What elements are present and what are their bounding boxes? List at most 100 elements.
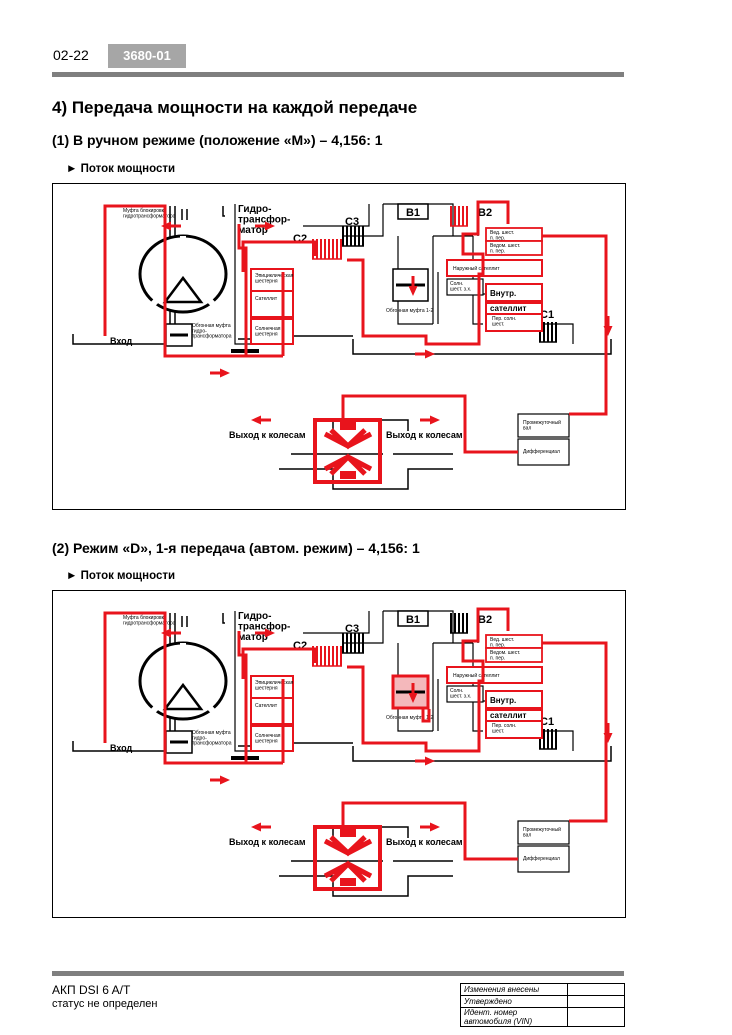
c1-label: C1 <box>540 309 554 321</box>
front-sun-label: Пер. солн.шест. <box>492 723 516 734</box>
flow-arrow-input <box>210 368 230 378</box>
flow-arrow-head <box>420 822 440 832</box>
input-shaft <box>72 334 183 345</box>
output-right-label: Выход к колесам <box>386 430 463 440</box>
differential-label: Дифференциал <box>523 449 560 455</box>
diff-housing <box>279 468 453 490</box>
driven-gear-box <box>485 647 543 663</box>
flow-arrow-out-left <box>251 415 271 425</box>
flow-arrow-head <box>415 349 435 359</box>
flow-owc <box>421 709 431 723</box>
footer-status: статус не определен <box>52 998 158 1010</box>
owc-12-label: Обгонная муфта 1-2 <box>386 715 433 721</box>
outer-planet-box <box>446 259 543 277</box>
flow-input <box>103 611 283 765</box>
diff-housing <box>279 875 453 897</box>
output-left-label: Выход к колесам <box>229 837 306 847</box>
sun-small-label: Солн.шест. з.х. <box>450 688 471 699</box>
flow-arrow-head <box>161 221 181 231</box>
c3-clutch <box>342 633 364 654</box>
flow-arrow-head <box>251 415 271 425</box>
subsection-title-2: (2) Режим «D», 1-я передача (автом. режи… <box>52 540 420 556</box>
section-title: 4) Передача мощности на каждой передаче <box>52 98 418 117</box>
bullet-power-flow-1: ► Поток мощности <box>66 163 176 175</box>
b2-clutch-active <box>450 206 468 227</box>
flow-arrow-head <box>210 775 230 785</box>
differential-label: Дифференциал <box>523 856 560 862</box>
table-cell: Утверждено <box>460 995 568 1008</box>
bullet-text: Поток мощности <box>80 570 176 582</box>
b2-label: B2 <box>478 207 492 219</box>
diff-gears <box>323 835 373 883</box>
input-label: Вход <box>110 336 133 346</box>
flow-arrow-bottom <box>415 756 435 766</box>
flow-arrow-head <box>415 756 435 766</box>
flow-arrow-head <box>408 276 418 296</box>
tc-housing-line <box>222 206 225 217</box>
sun-gear-box <box>250 318 294 345</box>
sun-small-label: Солн.шест. з.х. <box>450 281 471 292</box>
intermediate-shaft-box <box>517 413 570 438</box>
tc-housing-line <box>222 613 225 624</box>
c1-label: C1 <box>540 716 554 728</box>
flow-arrow-head <box>251 822 271 832</box>
diff-gear-box <box>313 825 382 891</box>
flow-right-down <box>542 641 608 823</box>
c3-clutch <box>342 226 364 247</box>
owc-12-label: Обгонная муфта 1-2 <box>386 308 433 314</box>
flow-right-down <box>542 234 608 416</box>
c2-hub <box>303 611 370 634</box>
b2-label: B2 <box>478 614 492 626</box>
flow-middle <box>347 258 481 346</box>
table-row: Идент. номер автомобиля (VIN) <box>460 1007 625 1027</box>
flow-b2 <box>461 607 510 709</box>
table-cell: Изменения внесены <box>460 983 568 996</box>
outer-planet-label: Наружный сателлит <box>453 672 500 679</box>
front-sun-box <box>485 720 543 739</box>
flow-arrow-right <box>603 723 613 743</box>
table-cell <box>567 1007 625 1027</box>
tc-gap <box>150 236 216 307</box>
diff-gear-box <box>313 418 382 484</box>
flow-b2 <box>461 200 510 302</box>
inner-planet-label: сателлит <box>490 304 526 313</box>
flow-arrow-out-right <box>420 415 440 425</box>
flow-c2-in <box>241 240 317 272</box>
planet-box <box>250 290 294 318</box>
output-left-label: Выход к колесам <box>229 430 306 440</box>
output-right-label: Выход к колесам <box>386 837 463 847</box>
c3-hub <box>343 611 384 644</box>
drive-gear-label: Вед. шест.п. пер. <box>490 230 514 241</box>
torque-converter-label: Гидро-трансфор-матор <box>238 611 290 643</box>
flow-arrow-head <box>210 368 230 378</box>
b1-label: B1 <box>406 614 420 626</box>
c3-hub <box>343 204 384 237</box>
table-row: Изменения внесены <box>460 983 625 996</box>
flow-arrow-out-left <box>251 822 271 832</box>
diff-gear-bottom <box>340 878 356 886</box>
output-shaft-line <box>352 746 612 762</box>
flow-arrow-c2 <box>255 221 275 231</box>
table-cell <box>567 983 625 996</box>
flow-arrow-head <box>603 723 613 743</box>
flow-arrow-head <box>255 628 275 638</box>
planet-box <box>250 697 294 725</box>
flow-tc-output <box>237 631 283 765</box>
diff-gear-bottom <box>340 471 356 479</box>
flow-arrow-head <box>161 628 181 638</box>
flow-input <box>103 204 283 358</box>
flow-to-diff <box>341 394 518 454</box>
footer-divider <box>52 971 624 976</box>
diff-gear-top <box>340 829 356 837</box>
flow-arrow-head <box>420 415 440 425</box>
front-sun-box <box>485 313 543 332</box>
footer-title: АКП DSI 6 A/T <box>52 983 131 997</box>
outer-planet-label: Наружный сателлит <box>453 265 500 272</box>
b1-box <box>397 203 429 220</box>
flow-arrow-lockup <box>161 221 181 231</box>
inner-planet-label: сателлит <box>490 711 526 720</box>
